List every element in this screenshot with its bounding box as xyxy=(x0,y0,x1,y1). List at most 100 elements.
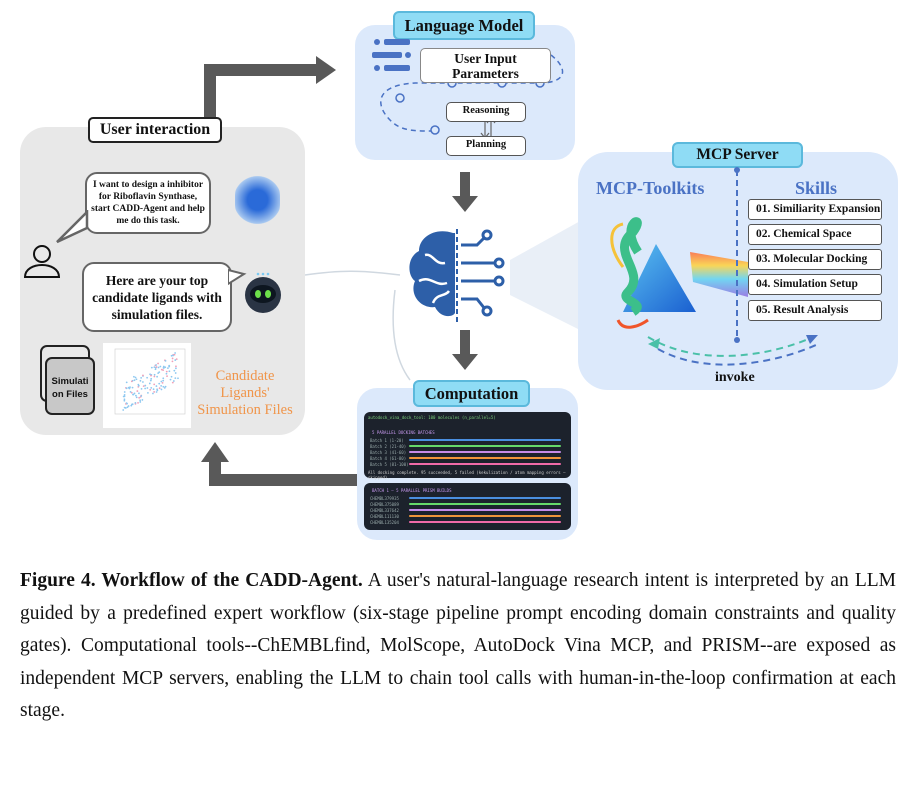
scatter-point xyxy=(149,373,151,376)
scatter-point xyxy=(156,389,159,392)
scatter-point xyxy=(164,359,167,362)
skill-item: 03. Molecular Docking xyxy=(748,249,882,270)
scatter-point xyxy=(162,365,165,368)
scatter-point xyxy=(153,366,156,369)
scatter-point xyxy=(165,370,168,373)
user-panel-title: User interaction xyxy=(88,117,222,143)
scatter-point xyxy=(123,399,126,402)
scatter-point xyxy=(123,394,126,396)
progress-bar xyxy=(409,521,561,523)
scatter-point xyxy=(153,373,156,376)
progress-bar xyxy=(409,515,561,517)
scatter-point xyxy=(142,374,144,377)
scatter-point xyxy=(133,379,136,382)
scatter-point xyxy=(162,385,165,388)
prism-terminal: BATCH 1 — 5 PARALLEL PRISM BUILDS CHEMBL… xyxy=(364,483,571,530)
scatter-point xyxy=(171,360,174,363)
scatter-point xyxy=(153,375,156,378)
terminal-command: autodock_vina_dock_tool: 100 molecules (… xyxy=(368,415,496,420)
scatter-point xyxy=(142,381,144,383)
scatter-point xyxy=(130,404,133,407)
simulation-files-icon[interactable]: Simulati on Files xyxy=(45,357,95,415)
scatter-point xyxy=(155,366,158,368)
scatter-point xyxy=(137,384,140,387)
scatter-point xyxy=(161,381,164,384)
scatter-point xyxy=(157,366,160,369)
language-model-title: Language Model xyxy=(393,11,535,40)
skill-item: 04. Simulation Setup xyxy=(748,274,882,295)
brain-circuit-icon xyxy=(409,229,505,323)
docking-terminal: autodock_vina_dock_tool: 100 molecules (… xyxy=(364,412,571,480)
row-label: Batch 3 (41-60) xyxy=(370,450,407,455)
robot-icon xyxy=(245,272,281,313)
scatter-point xyxy=(126,402,128,405)
scatter-point xyxy=(157,362,159,365)
progress-bar xyxy=(409,439,561,441)
scatter-point xyxy=(140,395,143,397)
scatter-point xyxy=(171,381,174,384)
scatter-point xyxy=(160,384,163,387)
scatter-point xyxy=(160,380,163,383)
row-label: Batch 1 (1-20) xyxy=(370,438,404,443)
user-message-bubble: I want to design a inhibitor for Ribofla… xyxy=(85,172,211,234)
planning-box: Planning xyxy=(446,136,526,156)
scatter-point xyxy=(174,372,177,374)
scatter-point xyxy=(170,375,173,378)
invoke-label: invoke xyxy=(715,370,755,385)
docking-header: 5 PARALLEL DOCKING BATCHES xyxy=(372,430,435,435)
scatter-point xyxy=(125,381,128,384)
progress-bar xyxy=(409,497,561,499)
prism-header: BATCH 1 — 5 PARALLEL PRISM BUILDS xyxy=(372,488,452,493)
scatter-point xyxy=(173,353,176,356)
computation-title: Computation xyxy=(413,380,530,407)
scatter-point xyxy=(148,382,151,385)
scatter-point xyxy=(136,390,139,392)
scatter-point xyxy=(150,366,153,369)
user-input-parameters-box: User Input Parameters xyxy=(420,48,551,83)
scatter-point xyxy=(132,393,134,396)
progress-bar xyxy=(409,509,561,511)
scatter-point xyxy=(124,407,127,409)
row-label: CHEMBL337642 xyxy=(370,508,399,513)
arrow-head xyxy=(201,442,229,462)
scatter-point xyxy=(149,379,152,382)
arrows xyxy=(201,56,600,486)
candidate-ligands-label: Candidate Ligands' Simulation Files xyxy=(197,368,293,418)
scatter-point xyxy=(126,406,129,409)
scatter-point xyxy=(149,388,152,391)
progress-bar xyxy=(409,445,561,447)
scatter-point xyxy=(133,392,136,395)
scatter-point xyxy=(140,387,143,390)
scatter-point xyxy=(169,378,172,381)
scatter-point xyxy=(152,388,155,391)
arrow-head xyxy=(316,56,336,84)
prism-icon xyxy=(623,244,696,312)
scatter-point xyxy=(139,379,142,382)
scatter-point xyxy=(164,366,167,369)
scatter-point xyxy=(128,387,131,390)
scatter-point xyxy=(158,387,161,390)
scatter-point xyxy=(135,394,137,397)
scatter-point xyxy=(134,401,137,404)
scatter-point xyxy=(156,375,158,378)
scatter-point xyxy=(132,375,135,378)
scatter-point xyxy=(160,368,163,371)
skill-item: 01. Similiarity Expansion xyxy=(748,199,882,220)
scatter-point xyxy=(153,391,156,393)
scatter-point xyxy=(130,391,133,394)
scatter-point xyxy=(159,365,162,368)
scatter-point xyxy=(140,376,143,379)
docking-summary: All docking complete. 95 succeeded, 5 fa… xyxy=(368,470,566,480)
user-icon xyxy=(23,245,61,278)
reasoning-flow-path xyxy=(372,39,564,139)
scatter-point xyxy=(147,391,149,394)
scatter-point xyxy=(138,396,141,399)
scatter-point xyxy=(155,391,158,393)
scatter-point xyxy=(177,377,179,380)
scatter-point xyxy=(174,352,177,354)
scatter-point xyxy=(158,382,161,385)
skills-label: Skills xyxy=(795,178,838,198)
scatter-point xyxy=(150,374,152,377)
progress-bar xyxy=(409,463,561,465)
arrow-computation-to-user xyxy=(209,460,398,486)
